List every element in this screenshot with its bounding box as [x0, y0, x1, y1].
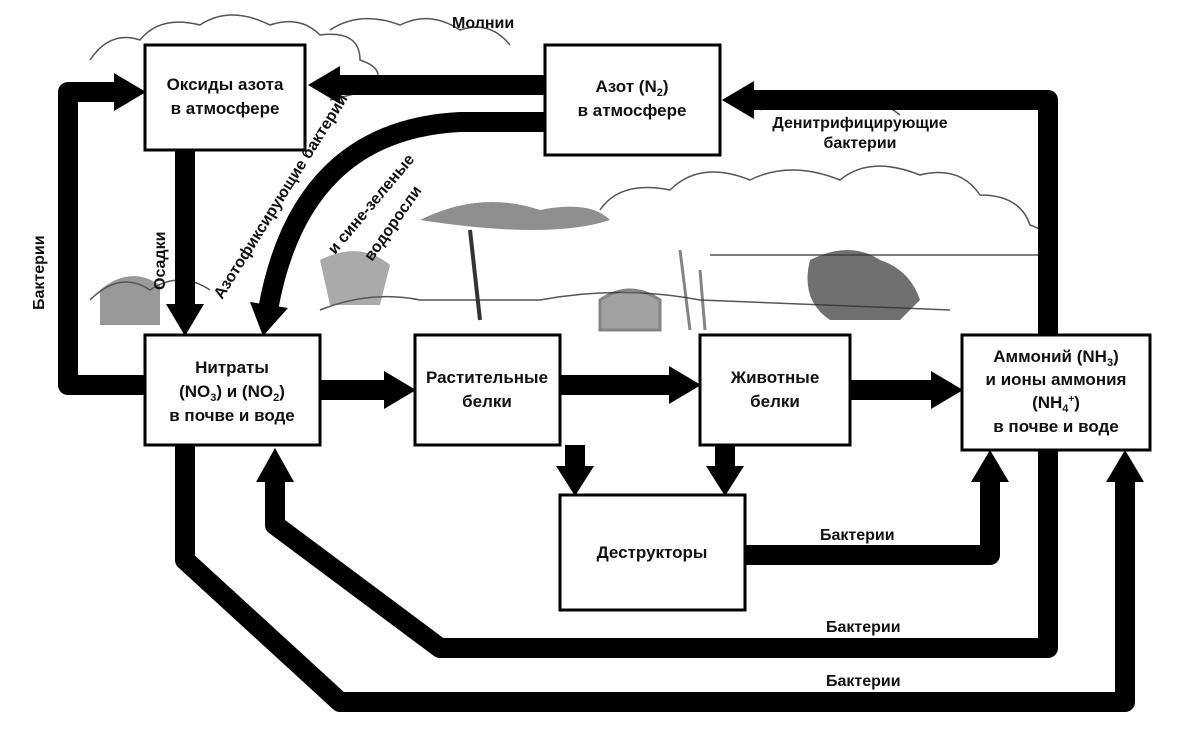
box-destructors: Деструкторы: [558, 493, 747, 612]
svg-text:Деструкторы: Деструкторы: [597, 543, 708, 562]
label-lightning: Молнии: [452, 15, 514, 32]
svg-text:в атмосфере: в атмосфере: [578, 101, 687, 120]
box-atmospheric-nitrogen: Азот (N2) в атмосфере: [543, 43, 722, 157]
arrow-ammonium-to-nitrates: [265, 450, 1058, 658]
box-animal-proteins: Животные белки: [698, 333, 852, 447]
svg-text:в атмосфере: в атмосфере: [171, 99, 280, 118]
label-bacteria-destructors: Бактерии: [820, 527, 895, 544]
arrow-bacteria-left: [58, 82, 145, 395]
svg-text:Животные: Животные: [730, 368, 820, 387]
svg-text:и ионы аммония: и ионы аммония: [986, 370, 1127, 389]
arrows: [58, 66, 1144, 712]
box-ammonium: Аммоний (NH3) и ионы аммония (NH4+) в по…: [960, 333, 1152, 452]
svg-text:Оксиды азота: Оксиды азота: [167, 75, 284, 94]
svg-text:Аммоний (NH3): Аммоний (NH3): [993, 347, 1119, 369]
label-bacteria-loop-1: Бактерии: [826, 619, 901, 636]
svg-text:(NH4+): (NH4+): [1032, 393, 1080, 415]
arrow-nitrogen-fixing: [258, 112, 545, 312]
arrow-destructors-to-ammonium: [745, 478, 1000, 565]
svg-text:(NO3) и (NO2): (NO3) и (NO2): [179, 382, 285, 404]
svg-text:Растительные: Растительные: [426, 368, 548, 387]
svg-text:Азот (N2): Азот (N2): [595, 77, 668, 99]
box-plant-proteins: Растительные белки: [413, 333, 562, 447]
arrow-denitrifying: [750, 90, 1058, 335]
box-nitrates: Нитраты (NO3) и (NO2) в почве и воде: [143, 333, 322, 447]
svg-text:Нитраты: Нитраты: [195, 358, 269, 377]
landscape-illustration: [89, 14, 1049, 332]
label-denitrifying-2: бактерии: [824, 135, 897, 152]
svg-text:белки: белки: [462, 392, 512, 411]
label-denitrifying-1: Денитрифицирующие: [772, 115, 947, 132]
box-nitrogen-oxides: Оксиды азота в атмосфере: [143, 43, 307, 152]
svg-text:белки: белки: [750, 392, 800, 411]
label-precipitation: Осадки: [152, 232, 169, 290]
label-bacteria-loop-2: Бактерии: [826, 673, 901, 690]
arrow-nitrates-to-ammonium: [175, 445, 1135, 712]
label-bacteria-left: Бактерии: [31, 235, 48, 310]
svg-text:в почве и воде: в почве и воде: [169, 406, 294, 425]
svg-text:в почве и воде: в почве и воде: [993, 417, 1118, 436]
